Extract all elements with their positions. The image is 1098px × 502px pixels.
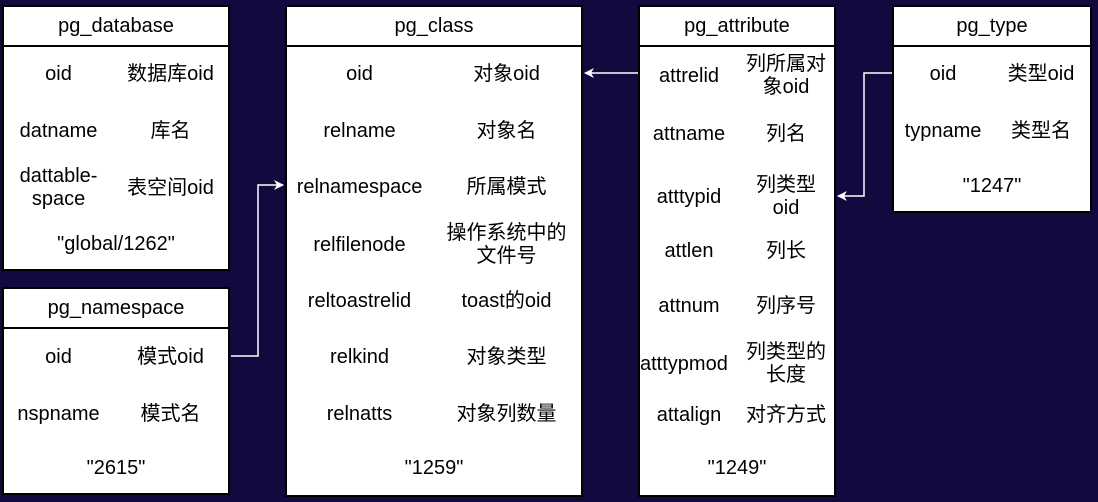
table-row: attalign 对齐方式 <box>640 398 834 432</box>
field-name: nspname <box>17 402 100 425</box>
connector-namespace-to-relnamespace <box>231 180 284 357</box>
table-pg-type: pg_type oid 类型oid typname 类型名 "1247" <box>892 5 1092 213</box>
field-name: datname <box>19 119 98 142</box>
table-row: attrelid 列所属对 象oid <box>640 51 834 101</box>
table-row: dattable- space 表空间oid <box>4 162 228 214</box>
field-name: attrelid <box>658 64 720 87</box>
table-footer: "2615" <box>86 457 146 479</box>
table-title: pg_database <box>4 7 228 47</box>
field-name: relname <box>323 119 396 142</box>
table-row: relkind 对象类型 <box>287 340 581 374</box>
table-row: attlen 列长 <box>640 234 834 268</box>
field-desc: 类型名 <box>1011 119 1071 142</box>
table-title: pg_attribute <box>640 7 834 47</box>
field-desc: 数据库oid <box>127 62 214 85</box>
table-row: attnum 列序号 <box>640 289 834 323</box>
field-desc: 类型oid <box>1007 62 1075 85</box>
table-footer: "1249" <box>707 457 767 479</box>
field-desc: 对象类型 <box>466 345 547 368</box>
connector-type-oid-to-atttypid <box>837 72 892 201</box>
field-name: atttypmod <box>640 352 728 375</box>
field-name: typname <box>904 119 982 142</box>
field-name: oid <box>45 62 72 85</box>
table-row: atttypid 列类型 oid <box>640 171 834 223</box>
table-row: relfilenode 操作系统中的 文件号 <box>287 219 581 271</box>
field-desc: 列类型的 长度 <box>746 341 826 386</box>
field-name: dattable- space <box>19 165 98 210</box>
field-name: attnum <box>658 294 720 317</box>
field-name: attname <box>652 122 726 145</box>
table-row: oid 对象oid <box>287 57 581 91</box>
field-name: relnamespace <box>296 175 423 198</box>
table-title: pg_namespace <box>4 289 228 329</box>
field-desc: 列类型 oid <box>756 174 816 219</box>
table-row: oid 类型oid <box>894 57 1090 91</box>
table-row: relnatts 对象列数量 <box>287 397 581 431</box>
field-desc: 库名 <box>150 119 191 142</box>
table-row: typname 类型名 <box>894 114 1090 148</box>
table-pg-database: pg_database oid 数据库oid datname 库名 dattab… <box>2 5 230 271</box>
field-name: reltoastrelid <box>307 289 412 312</box>
table-row: oid 数据库oid <box>4 57 228 91</box>
field-name: relnatts <box>326 402 393 425</box>
field-desc: 列名 <box>766 122 806 145</box>
table-footer: "global/1262" <box>57 233 175 255</box>
table-row: oid 模式oid <box>4 340 228 374</box>
table-title: pg_type <box>894 7 1090 47</box>
table-footer: "1259" <box>404 457 464 479</box>
field-desc: 列长 <box>766 239 806 262</box>
table-title: pg_class <box>287 7 581 47</box>
table-row: datname 库名 <box>4 114 228 148</box>
field-desc: toast的oid <box>461 289 552 312</box>
field-name: attalign <box>656 403 722 426</box>
field-desc: 对象oid <box>473 62 540 85</box>
field-desc: 模式oid <box>137 345 204 368</box>
table-pg-namespace: pg_namespace oid 模式oid nspname 模式名 "2615… <box>2 287 230 495</box>
field-desc: 对象名 <box>476 119 537 142</box>
table-row: relnamespace 所属模式 <box>287 170 581 204</box>
table-pg-attribute: pg_attribute attrelid 列所属对 象oid attname … <box>638 5 836 497</box>
field-desc: 对象列数量 <box>456 402 557 425</box>
field-name: relkind <box>330 345 389 368</box>
table-row: reltoastrelid toast的oid <box>287 284 581 318</box>
field-name: attlen <box>664 239 714 262</box>
field-name: atttypid <box>656 185 722 208</box>
field-name: oid <box>45 345 72 368</box>
field-desc: 列所属对 象oid <box>746 53 826 98</box>
table-row: atttypmod 列类型的 长度 <box>640 338 834 390</box>
field-name: oid <box>929 62 957 85</box>
table-pg-class: pg_class oid 对象oid relname 对象名 relnamesp… <box>285 5 583 497</box>
table-footer: "1247" <box>962 175 1022 197</box>
table-row: relname 对象名 <box>287 114 581 148</box>
table-row: attname 列名 <box>640 117 834 151</box>
field-desc: 操作系统中的 文件号 <box>446 222 567 267</box>
table-row: nspname 模式名 <box>4 397 228 431</box>
field-desc: 模式名 <box>140 402 201 425</box>
field-desc: 列序号 <box>756 294 816 317</box>
field-desc: 表空间oid <box>127 176 214 199</box>
field-desc: 所属模式 <box>466 175 547 198</box>
field-name: oid <box>346 62 373 85</box>
field-desc: 对齐方式 <box>746 403 826 426</box>
field-name: relfilenode <box>313 233 406 256</box>
